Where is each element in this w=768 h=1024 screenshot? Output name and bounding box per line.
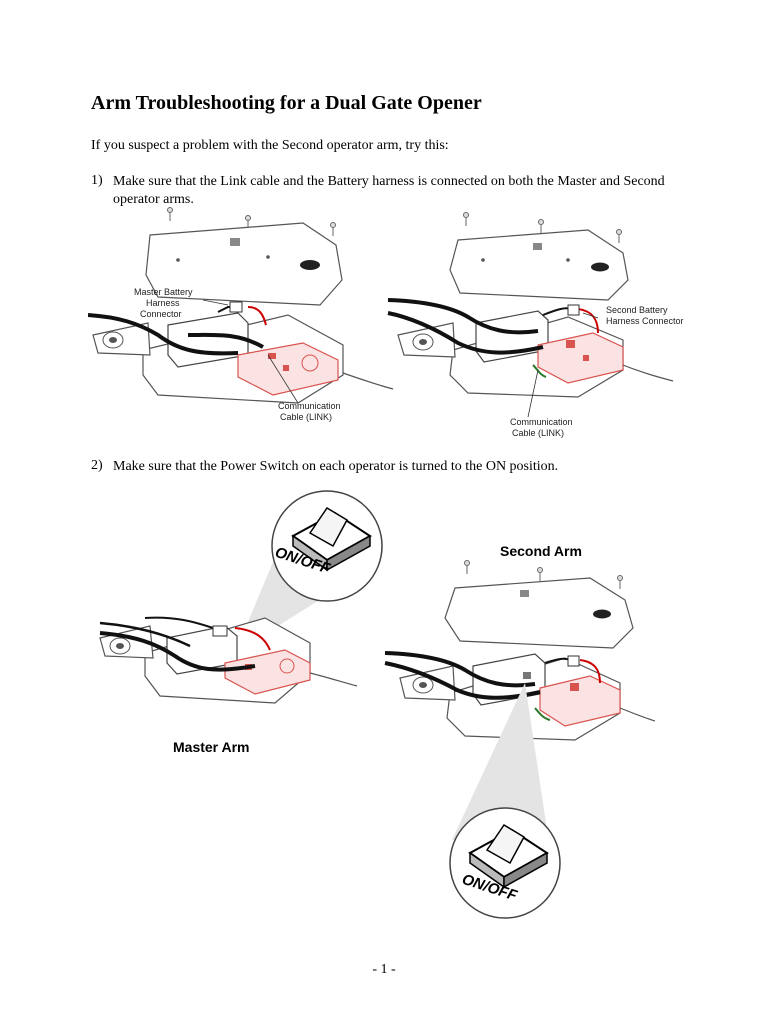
step-1-text: Make sure that the Link cable and the Ba… [113, 174, 665, 207]
page-title: Arm Troubleshooting for a Dual Gate Open… [91, 92, 482, 114]
intro-text: If you suspect a problem with the Second… [91, 138, 449, 153]
page-number: - 1 - [372, 962, 396, 977]
second-arm-label: Second Arm [500, 543, 582, 559]
figure-2-power-switch: ON/OFF Master Arm Second Arm [99, 490, 655, 919]
master-arm-label: Master Arm [173, 739, 250, 755]
second-arm-drawing-2 [384, 560, 655, 741]
step-2-number: 2) [91, 458, 103, 473]
master-arm-body [99, 616, 358, 704]
step-2-text: Make sure that the Power Switch on each … [113, 459, 559, 474]
step-1-number: 1) [91, 173, 103, 188]
master-power-switch-icon: ON/OFF [273, 506, 372, 578]
